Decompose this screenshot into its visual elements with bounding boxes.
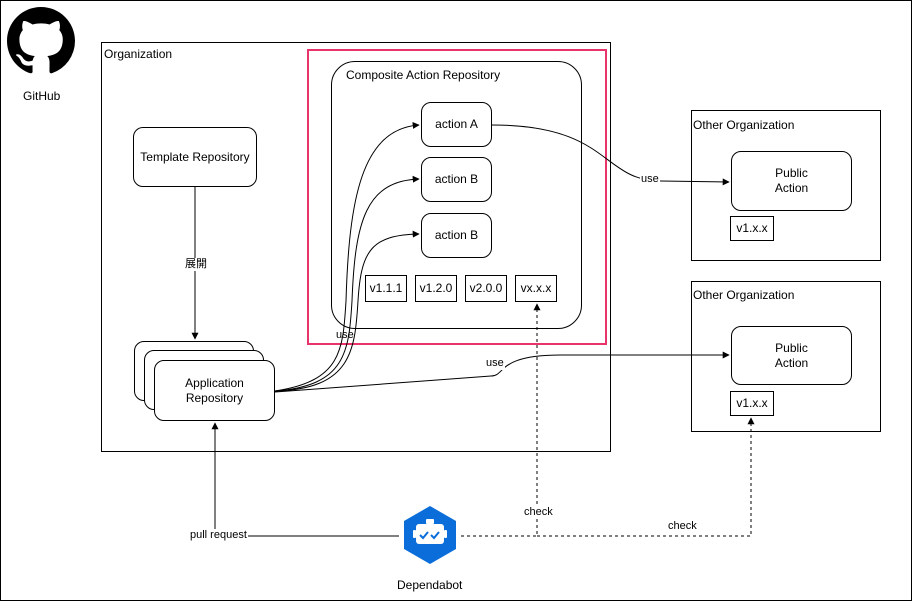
other-organization-top-label: Other Organization (693, 118, 795, 132)
version-tag[interactable]: v2.0.0 (465, 275, 507, 302)
use-arrow-public-top (491, 124, 730, 186)
check-arrow-external (537, 417, 755, 537)
application-repository[interactable]: Application Repository (154, 360, 275, 421)
check-arrow-internal (461, 303, 541, 537)
check-label-internal: check (523, 506, 554, 519)
action-b-box-2[interactable]: action B (421, 213, 492, 258)
github-octocat-icon (7, 7, 75, 74)
public-action-bottom-version[interactable]: v1.x.x (730, 391, 774, 416)
github-label: GitHub (23, 89, 61, 103)
other-organization-bottom-label: Other Organization (693, 288, 795, 302)
action-a-box[interactable]: action A (421, 102, 492, 147)
github-logo (7, 5, 75, 77)
expand-label: 展開 (184, 258, 208, 271)
organization-label: Organization (104, 47, 173, 61)
action-b-box[interactable]: action B (421, 157, 492, 202)
dependabot-icon (404, 506, 456, 564)
check-label-external: check (667, 520, 698, 533)
version-tag[interactable]: v1.2.0 (415, 275, 457, 302)
use-arrow-action-b-2 (274, 230, 420, 392)
public-action-bottom[interactable]: Public Action (731, 326, 852, 385)
public-action-top-version[interactable]: v1.x.x (730, 216, 774, 241)
version-tag[interactable]: v1.1.1 (365, 275, 407, 302)
pull-request-label: pull request (189, 529, 248, 542)
use-label-bottom: use (485, 357, 505, 370)
use-arrow-action-b (274, 175, 420, 392)
dependabot-label: Dependabot (397, 578, 463, 592)
use-arrow-action-a (274, 121, 420, 392)
template-repository[interactable]: Template Repository (133, 127, 257, 187)
use-label-top: use (640, 173, 660, 186)
use-arrow-public-bottom (274, 351, 730, 393)
use-label-internal: use (336, 329, 354, 341)
public-action-top[interactable]: Public Action (731, 151, 852, 211)
dependabot-node[interactable] (399, 504, 461, 566)
composite-highlight-frame (307, 49, 607, 345)
composite-action-repository-label: Composite Action Repository (346, 68, 501, 82)
pull-request-arrow (211, 422, 399, 537)
version-tag[interactable]: vx.x.x (515, 275, 557, 302)
